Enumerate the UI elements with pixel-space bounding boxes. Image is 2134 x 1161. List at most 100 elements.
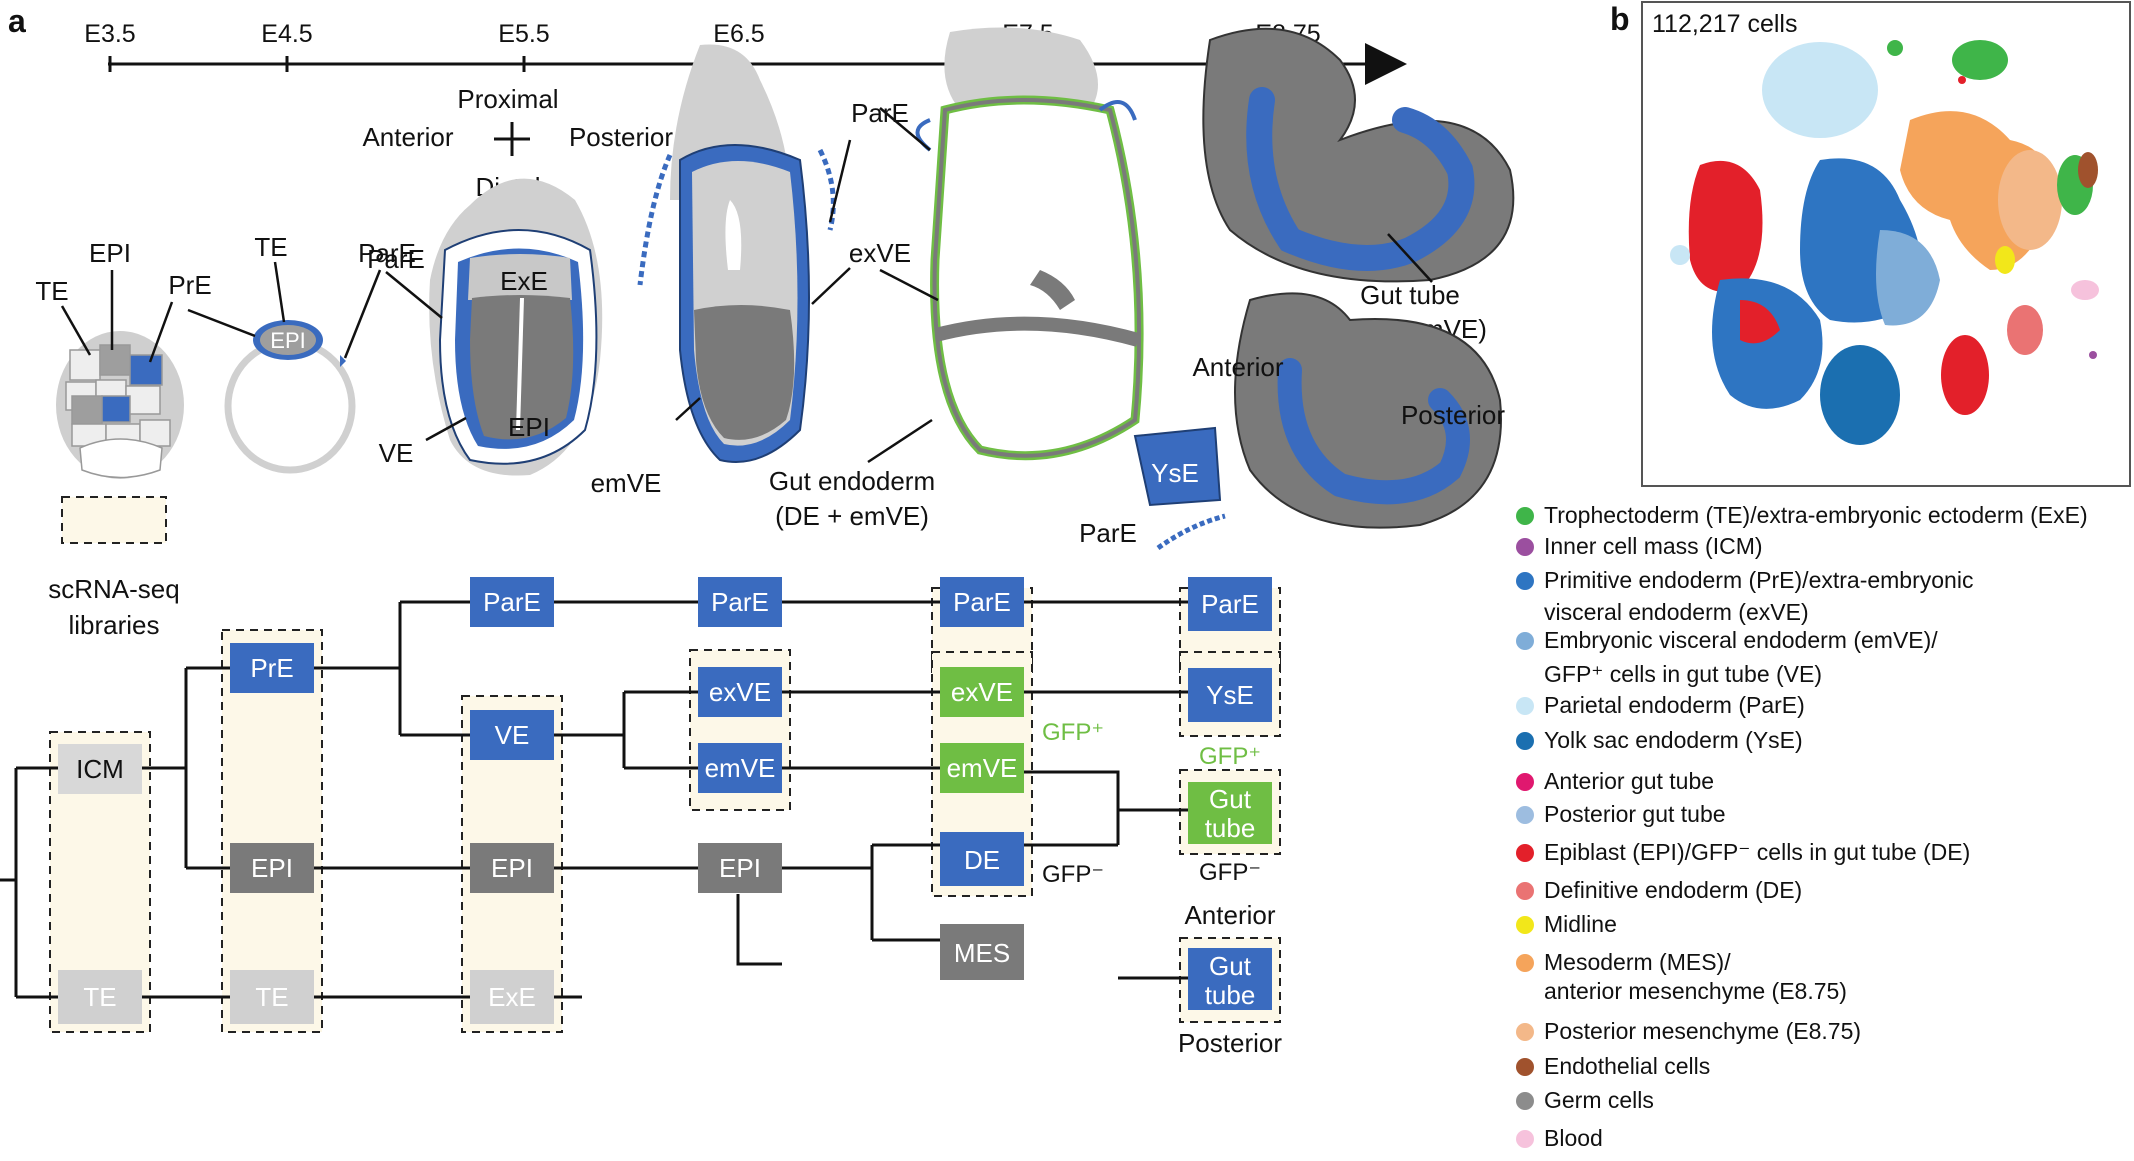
lineage-box-label: Gut	[1209, 951, 1252, 981]
libraries-sublabel: libraries	[68, 610, 159, 640]
gut-anterior-label: Anterior	[1184, 900, 1275, 930]
timepoint-label: E4.5	[261, 20, 312, 48]
anterior-label: Anterior	[362, 122, 453, 152]
lineage-box-icm	[58, 744, 142, 794]
lineage-box-label: TE	[83, 982, 116, 1012]
lineage-box-label: ParE	[1201, 589, 1259, 619]
lineage-box-label: EPI	[491, 853, 533, 883]
lineage-box-label: ParE	[711, 587, 769, 617]
tsne-clusters	[1670, 40, 2099, 445]
legend-label: Embryonic visceral endoderm (emVE)/	[1544, 627, 1938, 653]
lineage-box-epi	[470, 843, 554, 893]
legend-label: visceral endoderm (exVE)	[1544, 599, 1809, 625]
legend-label: Blood	[1544, 1125, 1603, 1151]
timepoint-label: E6.5	[713, 20, 764, 48]
legend: Trophectoderm (TE)/extra-embryonic ectod…	[1516, 502, 2088, 1151]
lineage-box-te	[230, 970, 314, 1024]
lineage-box-gut-tube-anterior	[1188, 782, 1272, 844]
legend-label: Endothelial cells	[1544, 1053, 1710, 1079]
lineage-box-pre	[230, 643, 314, 693]
gut-endoderm-sublabel: (DE + emVE)	[775, 501, 929, 531]
lineage-box-epi	[230, 843, 314, 893]
legend-swatch	[1516, 1023, 1534, 1041]
yse-label: YsE	[1151, 458, 1199, 488]
exe-label: ExE	[500, 266, 548, 296]
anterior-e875-label: Anterior	[1192, 352, 1283, 382]
legend-label: Mesoderm (MES)/	[1544, 949, 1731, 975]
lineage-box-pare	[1188, 577, 1272, 631]
te-e45-label: TE	[254, 232, 287, 262]
lineage-box-ve	[470, 710, 554, 760]
lineage-box-label: emVE	[705, 753, 776, 783]
legend-swatch	[1516, 806, 1534, 824]
legend-swatch	[1516, 882, 1534, 900]
gfp-positive-label: GFP⁺	[1042, 719, 1104, 746]
lineage-box-label: ParE	[483, 587, 541, 617]
lineage-box-te	[58, 970, 142, 1024]
exve-label: exVE	[849, 238, 911, 268]
lineage-box-de	[940, 832, 1024, 886]
epi-e55-label: EPI	[508, 412, 550, 442]
lineage-box-label: ICM	[76, 754, 124, 784]
blastocyst-e35	[56, 270, 184, 479]
gut-endoderm-label: Gut endoderm	[769, 466, 935, 496]
lineage-box-label: tube	[1205, 980, 1256, 1010]
libraries-label: scRNA-seq	[48, 574, 179, 604]
legend-swatch	[1516, 844, 1534, 862]
embryo-e75	[867, 27, 1144, 464]
lineage-box-exve	[940, 667, 1024, 717]
lineage-box-label: PrE	[250, 653, 293, 683]
gfp-negative-label: GFP⁻	[1042, 861, 1104, 888]
legend-swatch	[1516, 1092, 1534, 1110]
lineage-box-label: emVE	[947, 753, 1018, 783]
epi-e45-label: EPI	[270, 328, 305, 353]
pare-e55-label: ParE	[367, 244, 425, 274]
lineage-box-mes	[940, 924, 1024, 980]
lineage-box-label: exVE	[951, 677, 1013, 707]
pare-e45-label: ParE	[358, 238, 416, 268]
legend-swatch	[1516, 1130, 1534, 1148]
legend-label: Trophectoderm (TE)/extra-embryonic ectod…	[1544, 502, 2088, 528]
legend-label: Parietal endoderm (ParE)	[1544, 692, 1805, 718]
gfp-positive-label: GFP⁺	[1199, 743, 1261, 770]
pre-label: PrE	[168, 270, 211, 300]
lineage-box-yse	[1188, 668, 1272, 722]
gut-posterior-label: Posterior	[1178, 1028, 1282, 1058]
legend-swatch	[1516, 507, 1534, 525]
lineage-box-label: EPI	[719, 853, 761, 883]
legend-label: GFP⁺ cells in gut tube (VE)	[1544, 661, 1822, 687]
legend-swatch	[1516, 732, 1534, 750]
lineage-box-label: MES	[954, 938, 1010, 968]
epi-label: EPI	[89, 238, 131, 268]
embryo-e65	[637, 44, 852, 463]
lineage-box-label: EPI	[251, 853, 293, 883]
timepoint-label: E5.5	[498, 20, 549, 48]
lineage-box-pare	[698, 577, 782, 627]
lineage-boxes: ICM TE PrE EPI TE ParE VE EPI ExE ParE e…	[58, 577, 1272, 1024]
lineage-box-label: Gut	[1209, 784, 1252, 814]
lineage-box-pare	[470, 577, 554, 627]
emve-label: emVE	[591, 468, 662, 498]
tsne-title: 112,217 cells	[1652, 10, 1797, 38]
gfp-negative-label: GFP⁻	[1199, 859, 1261, 886]
te-label: TE	[35, 276, 68, 306]
lineage-box-emve	[698, 743, 782, 793]
lineage-box-label: YsE	[1206, 680, 1254, 710]
ve-label: VE	[379, 438, 414, 468]
embryo-e875-top	[1202, 27, 1515, 283]
lineage-box-emve	[940, 743, 1024, 793]
lineage-box-label: TE	[255, 982, 288, 1012]
yolk-sac	[1133, 426, 1226, 551]
egg-cylinder-e55: ExE EPI	[385, 178, 603, 476]
legend-label: Posterior gut tube	[1544, 801, 1726, 827]
legend-swatch	[1516, 773, 1534, 791]
legend-label: Midline	[1544, 911, 1617, 937]
lineage-box-label: ParE	[953, 587, 1011, 617]
gut-tube-label: Gut tube	[1360, 280, 1460, 310]
lineage-box-exe	[470, 970, 554, 1024]
lineage-box-label: tube	[1205, 813, 1256, 843]
legend-label: Primitive endoderm (PrE)/extra-embryonic	[1544, 567, 1973, 593]
legend-label: Anterior gut tube	[1544, 768, 1714, 794]
legend-swatch	[1516, 916, 1534, 934]
lineage-box-label: exVE	[709, 677, 771, 707]
